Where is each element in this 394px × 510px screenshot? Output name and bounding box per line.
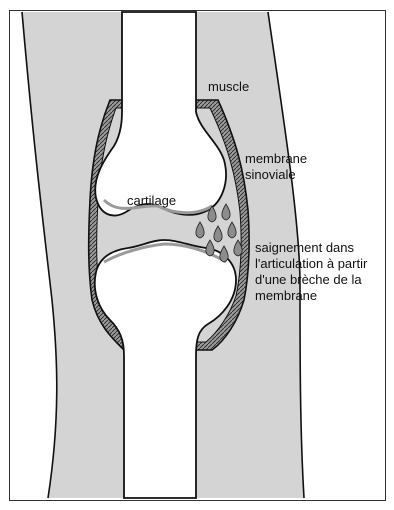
label-synovial-membrane-line-1: membrane xyxy=(245,151,307,167)
label-cartilage: cartilage xyxy=(127,193,176,209)
label-muscle: muscle xyxy=(208,79,249,95)
label-cartilage-text: cartilage xyxy=(127,193,176,209)
label-bleeding: saignement dans l'articulation à partir … xyxy=(255,240,367,304)
label-synovial-membrane-line-2: sinoviale xyxy=(245,167,307,183)
label-bleeding-line-1: saignement dans xyxy=(255,240,367,256)
label-bleeding-line-4: membrane xyxy=(255,288,367,304)
label-muscle-text: muscle xyxy=(208,79,249,95)
label-bleeding-line-3: d'une brèche de la xyxy=(255,272,367,288)
label-bleeding-line-2: l'articulation à partir xyxy=(255,256,367,272)
label-synovial-membrane: membrane sinoviale xyxy=(245,151,307,183)
